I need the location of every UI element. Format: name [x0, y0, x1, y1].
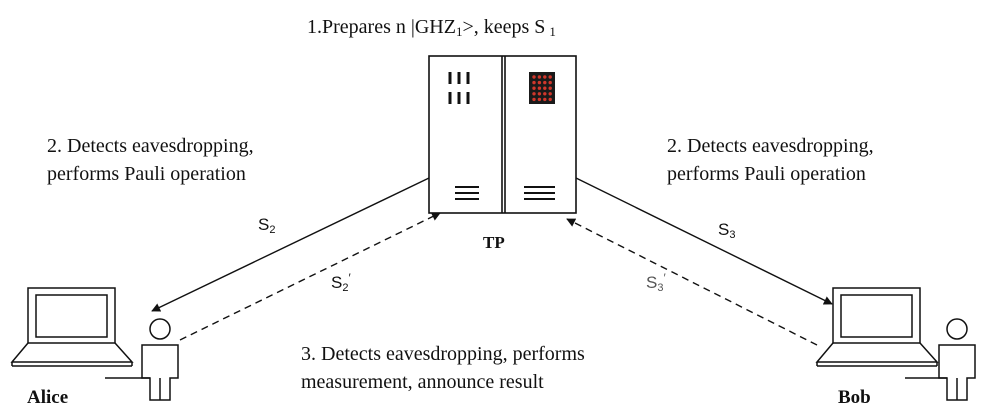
indicator-led-dot [548, 92, 552, 96]
tp-left-drive-slots-icon [455, 186, 479, 200]
bob-person-icon [905, 318, 976, 401]
alice-label: Alice [27, 387, 68, 408]
bob-laptop-icon [815, 287, 939, 367]
indicator-led-dot [543, 75, 547, 79]
indicator-led-dot [537, 86, 542, 90]
step3-line2: measurement, announce result [301, 371, 544, 393]
s3-transmission-arrow [575, 177, 833, 305]
indicator-led-dot [532, 86, 536, 90]
indicator-led-dot [532, 92, 536, 96]
step3-line1: 3. Detects eavesdropping, performs [301, 343, 585, 365]
indicator-led-dot [543, 97, 547, 102]
s3-prime-label: S3′ [646, 271, 666, 294]
indicator-led-dot [543, 92, 547, 96]
alice-person-icon [105, 318, 179, 401]
indicator-led-dot [537, 75, 542, 79]
indicator-led-dot [532, 80, 536, 85]
step2-right-line2: performs Pauli operation [667, 163, 866, 185]
tp-indicator-panel-icon [529, 72, 555, 104]
s3-label: S3 [718, 220, 735, 241]
step2-left-line2: performs Pauli operation [47, 163, 246, 185]
indicator-led-dot [548, 86, 552, 90]
indicator-led-dot [548, 97, 552, 102]
alice-laptop-icon [10, 287, 134, 367]
indicator-led-dot [537, 92, 542, 96]
indicator-led-dot [532, 75, 536, 79]
indicator-led-dot [543, 80, 547, 85]
indicator-led-dot [537, 80, 542, 85]
s2-transmission-arrow [151, 177, 430, 312]
tp-left-vent-icon [448, 72, 470, 104]
step2-right-line1: 2. Detects eavesdropping, [667, 135, 874, 157]
tp-server [428, 55, 577, 214]
indicator-led-dot [548, 80, 552, 85]
tp-label: TP [483, 233, 505, 252]
indicator-led-dot [537, 97, 542, 102]
indicator-led-dot [543, 86, 547, 90]
s3-return-arrow [566, 218, 818, 346]
tp-right-drive-slots-icon [524, 186, 555, 200]
step2-left-line1: 2. Detects eavesdropping, [47, 135, 254, 157]
s2-label: S2 [258, 215, 275, 236]
indicator-led-dot [532, 97, 536, 102]
s2-prime-label: S2′ [331, 271, 351, 294]
bob-label: Bob [838, 387, 871, 408]
s2-return-arrow [179, 212, 441, 341]
indicator-led-dot [548, 75, 552, 79]
